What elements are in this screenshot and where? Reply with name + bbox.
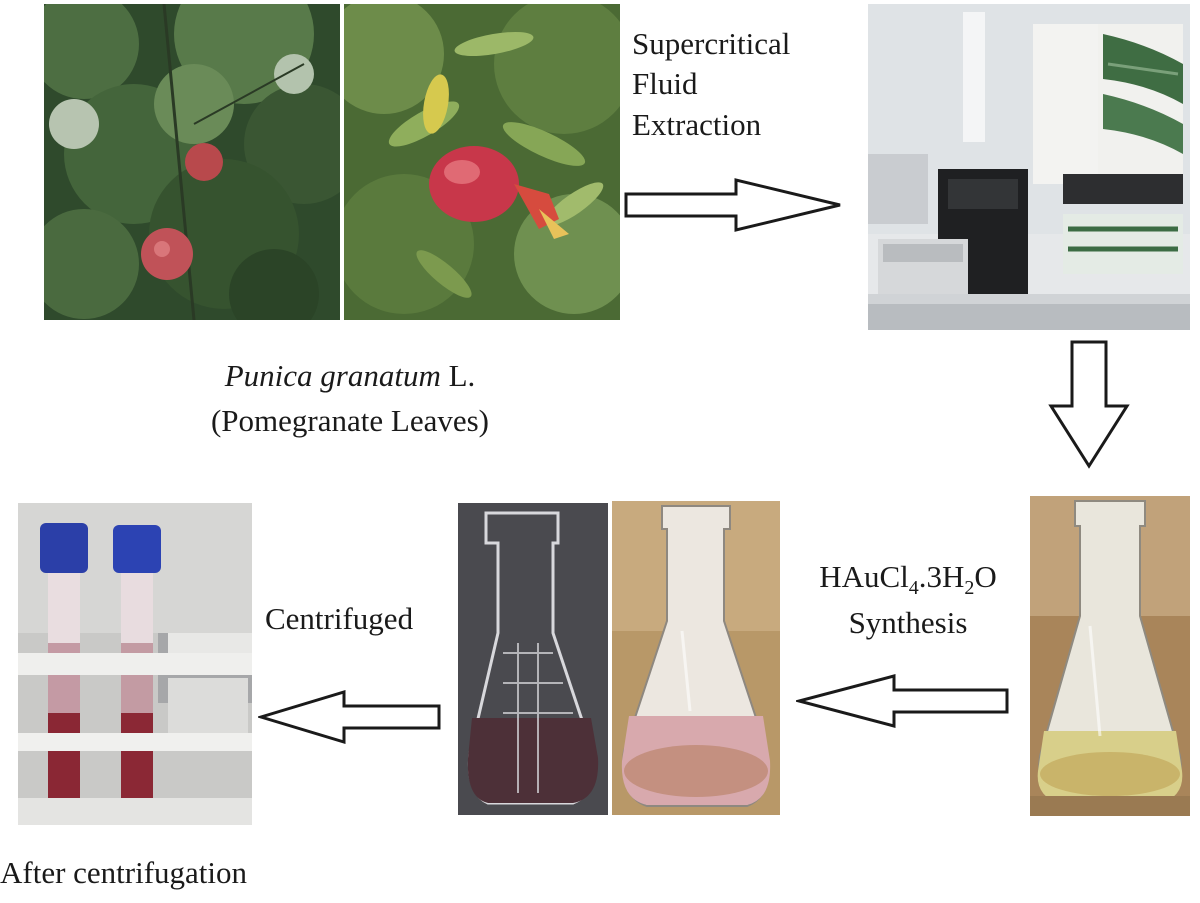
synthesis-word: Synthesis (848, 605, 968, 641)
species-latin-name: Punica granatum (224, 358, 441, 393)
species-common-name: (Pomegranate Leaves) (210, 402, 489, 438)
synthesis-label: HAuCl4.3H2O Synthesis (778, 556, 1038, 644)
plant-extract-flask-photo (1030, 496, 1190, 816)
flow-arrow-down-icon (1048, 340, 1130, 470)
flow-arrow-right-icon (624, 178, 844, 232)
extraction-label-line3: Extraction (632, 106, 762, 142)
flow-arrow-left-centrifuge-icon (258, 690, 442, 744)
species-author: L. (440, 358, 476, 393)
centrifuged-label: Centrifuged (265, 601, 414, 636)
species-label: Punica granatum L. (Pomegranate Leaves) (150, 354, 550, 444)
extraction-label-line2: Fluid (632, 66, 698, 102)
extraction-label: Supercritical Fluid Extraction (632, 24, 790, 145)
formula-subscript-2: 2 (964, 577, 975, 600)
after-centrifugation-label: After centrifugation (0, 855, 248, 890)
formula-part-2: .3H (918, 559, 965, 594)
formula-subscript-1: 4 (908, 577, 919, 600)
flow-arrow-left-synthesis-icon (796, 674, 1010, 728)
pomegranate-tree-photo (44, 4, 340, 320)
supercritical-extraction-apparatus-photo (868, 4, 1190, 330)
gold-nanoparticle-flask-photo (612, 501, 780, 815)
centrifuged-tubes-photo (18, 503, 252, 825)
dark-reaction-flask-photo (458, 503, 608, 815)
pomegranate-fruit-photo (344, 4, 620, 320)
species-name-line: Punica granatum L. (150, 354, 550, 399)
formula-part-3: O (974, 559, 997, 594)
formula-part-1: HAuCl (819, 559, 909, 594)
synthesis-formula: HAuCl4.3H2O (778, 556, 1038, 602)
extraction-label-line1: Supercritical (632, 26, 791, 61)
